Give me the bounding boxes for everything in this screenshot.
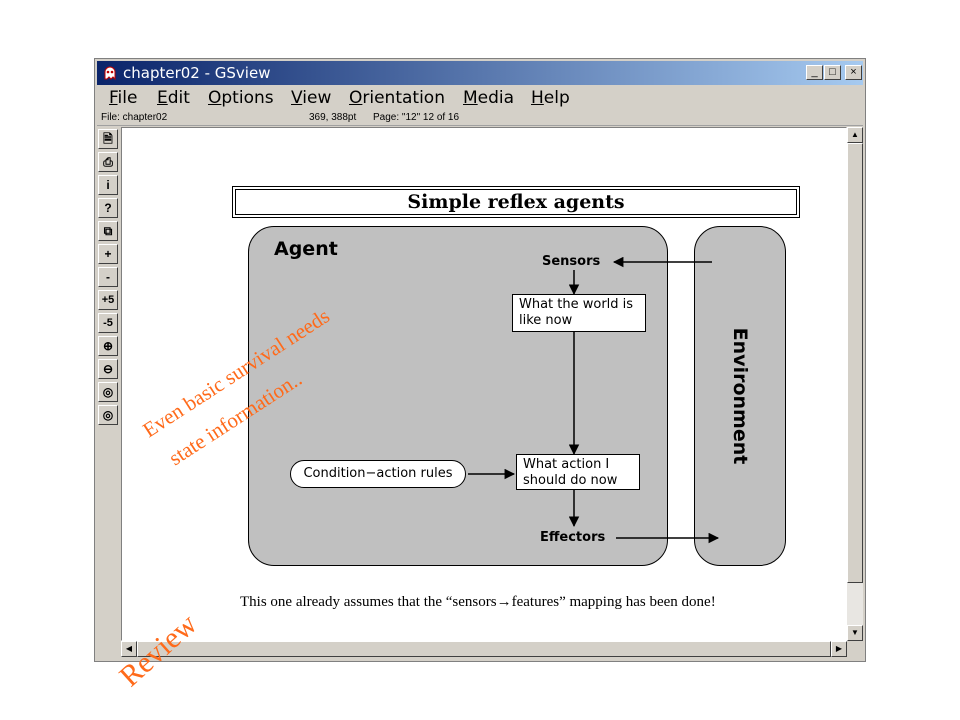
menu-options[interactable]: Options bbox=[208, 88, 274, 108]
back-5-pages-icon[interactable]: -5 bbox=[98, 313, 118, 333]
caption-after: features” mapping has been done! bbox=[511, 594, 716, 610]
maximize-button[interactable]: □ bbox=[824, 65, 841, 80]
ghost-icon bbox=[104, 66, 116, 81]
menu-view[interactable]: View bbox=[291, 88, 332, 108]
scroll-up-icon[interactable]: ▲ bbox=[847, 127, 863, 143]
sensors-label: Sensors bbox=[542, 254, 601, 269]
effectors-label: Effectors bbox=[540, 530, 606, 545]
next-page-icon[interactable]: + bbox=[98, 244, 118, 264]
status-line: File: chapter02 369, 388pt Page: "12" 12… bbox=[97, 111, 863, 126]
horizontal-scrollbar[interactable]: ◀ ▶ bbox=[121, 641, 847, 657]
text-find-next-icon[interactable]: ◎ bbox=[98, 405, 118, 425]
menu-help[interactable]: Help bbox=[531, 88, 570, 108]
slide-title: Simple reflex agents bbox=[235, 189, 797, 215]
print-icon[interactable]: ⎙ bbox=[98, 152, 118, 172]
zoom-in-icon[interactable]: ⊕ bbox=[98, 336, 118, 356]
world-state-box: What the world is like now bbox=[512, 294, 646, 332]
menu-bar: File Edit Options View Orientation Media… bbox=[97, 87, 863, 109]
info-icon[interactable]: i bbox=[98, 175, 118, 195]
action-box: What action I should do now bbox=[516, 454, 640, 490]
forward-5-pages-icon[interactable]: +5 bbox=[98, 290, 118, 310]
scroll-right-icon[interactable]: ▶ bbox=[831, 641, 847, 657]
document-viewport[interactable]: Simple reflex agents Agent Environment S… bbox=[121, 127, 847, 641]
status-page: Page: "12" 12 of 16 bbox=[373, 112, 460, 123]
menu-edit[interactable]: Edit bbox=[157, 88, 190, 108]
close-button[interactable]: × bbox=[845, 65, 862, 80]
goto-page-icon[interactable]: ⧉ bbox=[98, 221, 118, 241]
vertical-scroll-thumb[interactable] bbox=[847, 143, 863, 583]
help-icon[interactable]: ? bbox=[98, 198, 118, 218]
scroll-left-icon[interactable]: ◀ bbox=[121, 641, 137, 657]
text-find-icon[interactable]: ◎ bbox=[98, 382, 118, 402]
slide-title-box: Simple reflex agents bbox=[232, 186, 800, 218]
menu-file[interactable]: File bbox=[109, 88, 138, 108]
status-coords: 369, 388pt bbox=[309, 112, 357, 123]
environment-box bbox=[694, 226, 786, 566]
prev-page-icon[interactable]: - bbox=[98, 267, 118, 287]
agent-box bbox=[248, 226, 668, 566]
gsview-window: chapter02 - GSview _ □ × File Edit Optio… bbox=[94, 58, 866, 662]
agent-label: Agent bbox=[274, 238, 338, 260]
title-bar[interactable]: chapter02 - GSview _ □ × bbox=[97, 61, 863, 85]
menu-orientation[interactable]: Orientation bbox=[349, 88, 445, 108]
status-file: File: chapter02 bbox=[101, 112, 168, 123]
resize-grip[interactable] bbox=[847, 641, 863, 657]
caption-before: This one already assumes that the “senso… bbox=[240, 594, 497, 610]
horizontal-scroll-thumb[interactable] bbox=[137, 641, 831, 657]
menu-media[interactable]: Media bbox=[463, 88, 515, 108]
minimize-button[interactable]: _ bbox=[806, 65, 823, 80]
open-file-icon[interactable]: 🗎 bbox=[98, 129, 118, 149]
window-title: chapter02 - GSview bbox=[123, 64, 271, 82]
environment-label: Environment bbox=[729, 327, 751, 465]
vertical-scrollbar[interactable]: ▲ ▼ bbox=[847, 127, 863, 641]
side-toolbar: 🗎 ⎙ i ? ⧉ + - +5 -5 ⊕ ⊖ ◎ ◎ bbox=[97, 129, 119, 649]
scroll-down-icon[interactable]: ▼ bbox=[847, 625, 863, 641]
caption-arrow: → bbox=[496, 594, 512, 610]
slide-caption: This one already assumes that the “senso… bbox=[240, 594, 716, 611]
condition-action-rules-box: Condition−action rules bbox=[290, 460, 466, 488]
zoom-out-icon[interactable]: ⊖ bbox=[98, 359, 118, 379]
diagram-arrows bbox=[468, 256, 720, 544]
